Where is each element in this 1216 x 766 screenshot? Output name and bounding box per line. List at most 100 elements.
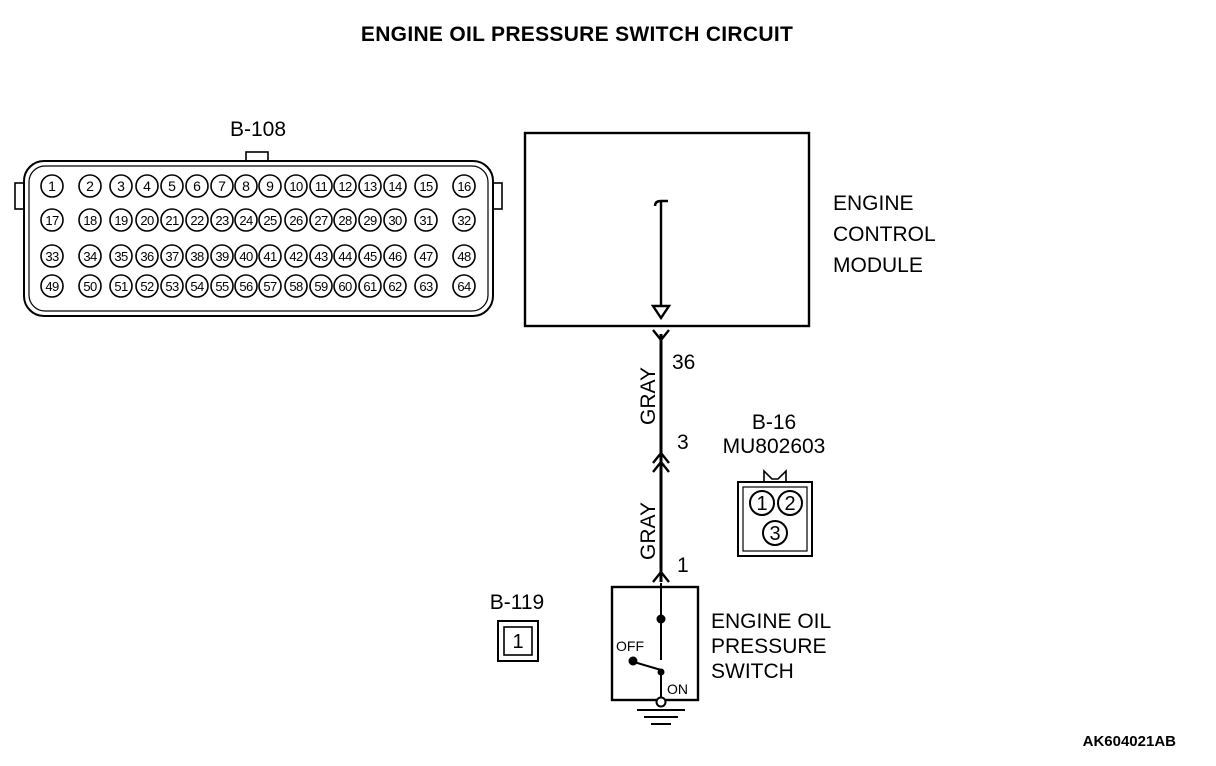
ecm-pin-15 xyxy=(414,174,438,198)
ecm-pin-38 xyxy=(185,244,209,268)
switch-terminal-mark xyxy=(652,570,670,583)
ecm-pin-17-label: 17 xyxy=(45,213,59,228)
ecm-pin-55-label: 55 xyxy=(215,279,229,294)
joint-pin-3-label: 3 xyxy=(769,523,780,545)
ecm-pin-31 xyxy=(414,208,438,232)
switch-box xyxy=(610,585,700,702)
ecm-pin-19 xyxy=(109,208,133,232)
ecm-pin-34-label: 34 xyxy=(83,249,97,264)
ecm-pin-18 xyxy=(78,208,102,232)
ecm-pin-45-label: 45 xyxy=(363,249,377,264)
ecm-pin-42-label: 42 xyxy=(289,249,303,264)
ecm-pin-33 xyxy=(40,244,64,268)
ecm-pin-27 xyxy=(309,208,333,232)
ecm-pin-29-label: 29 xyxy=(363,213,377,228)
switch-fixed-contact xyxy=(657,668,665,676)
ecm-pin-51 xyxy=(109,274,133,298)
ecm-pin-16 xyxy=(452,174,476,198)
ecm-pin-64 xyxy=(452,274,476,298)
ecm-pin-7-label: 7 xyxy=(218,178,226,194)
ecm-pin-31-label: 31 xyxy=(419,213,433,228)
ecm-pin-28 xyxy=(333,208,357,232)
ecm-name-line3: MODULE xyxy=(833,254,923,277)
ecm-pin-14-label: 14 xyxy=(388,179,402,194)
figure-code: AK604021AB xyxy=(1083,733,1177,750)
joint-pin-1 xyxy=(749,490,775,516)
ecm-pin-42 xyxy=(284,244,308,268)
ecm-pin-54-label: 54 xyxy=(190,279,204,294)
ecm-connector-inner xyxy=(28,165,489,312)
ecm-pin-34 xyxy=(78,244,102,268)
ecm-pin-5 xyxy=(160,174,184,198)
joint-connector-mark xyxy=(652,451,670,473)
ecm-pin-54 xyxy=(185,274,209,298)
ecm-pin-58 xyxy=(284,274,308,298)
ecm-pin-12 xyxy=(333,174,357,198)
ecm-pin-2-label: 2 xyxy=(86,178,94,194)
ecm-pin-53-label: 53 xyxy=(165,279,179,294)
joint-pin-number: 3 xyxy=(677,431,689,454)
ecm-name-line1: ENGINE xyxy=(833,192,914,215)
ecm-box xyxy=(523,131,811,328)
ground-icon xyxy=(637,709,685,725)
ecm-pin-24-label: 24 xyxy=(239,213,253,228)
joint-pin-1-label: 1 xyxy=(756,493,767,515)
joint-connector-label: B-16 xyxy=(752,411,796,434)
ecm-pin-2 xyxy=(78,174,102,198)
ecm-pin-18-label: 18 xyxy=(83,213,97,228)
ecm-pin-23 xyxy=(210,208,234,232)
ecm-pin-40 xyxy=(234,244,258,268)
ecm-pin-14 xyxy=(383,174,407,198)
ecm-pin-44-label: 44 xyxy=(338,249,352,264)
ecm-pin-20-label: 20 xyxy=(140,213,154,228)
ecm-pin-10 xyxy=(284,174,308,198)
ecm-pin-24 xyxy=(234,208,258,232)
ecm-pin-62-label: 62 xyxy=(388,279,402,294)
ecm-pin-21-label: 21 xyxy=(165,213,179,228)
ecm-pin-28-label: 28 xyxy=(338,213,352,228)
ecm-pin-33-label: 33 xyxy=(45,249,59,264)
ecm-pin-38-label: 38 xyxy=(190,249,204,264)
ecm-pin-52 xyxy=(135,274,159,298)
ecm-pin-11-label: 11 xyxy=(315,179,328,194)
switch-ground-terminal xyxy=(655,696,667,708)
ecm-pin-37-label: 37 xyxy=(165,249,179,264)
ecm-pin-56-label: 56 xyxy=(239,279,253,294)
ecm-pin-46 xyxy=(383,244,407,268)
ecm-pin-58-label: 58 xyxy=(289,279,303,294)
ecm-pin-13-label: 13 xyxy=(363,179,377,194)
switch-connector-label: B-119 xyxy=(490,591,544,614)
ecm-pin-22-label: 22 xyxy=(190,213,204,228)
ecm-pin-30-label: 30 xyxy=(388,213,402,228)
joint-connector-latch xyxy=(763,469,787,483)
ecm-pin-61-label: 61 xyxy=(363,279,377,294)
ecm-pin-17 xyxy=(40,208,64,232)
ecm-pin-60-label: 60 xyxy=(338,279,352,294)
ecm-pin-32 xyxy=(452,208,476,232)
ecm-pin-16-label: 16 xyxy=(457,179,471,194)
ecm-pin-40-label: 40 xyxy=(239,249,253,264)
ecm-pin-63-label: 63 xyxy=(419,279,433,294)
ecm-pin-23-label: 23 xyxy=(215,213,229,228)
ecm-pin-6 xyxy=(185,174,209,198)
switch-name-line1: ENGINE OIL xyxy=(711,610,831,633)
joint-pin-3 xyxy=(762,520,788,546)
switch-name-line3: SWITCH xyxy=(711,660,794,683)
ecm-pin-41-label: 41 xyxy=(263,249,277,264)
ecm-pin-3-label: 3 xyxy=(117,178,125,194)
ecm-pin-35 xyxy=(109,244,133,268)
joint-connector-part-number: MU802603 xyxy=(723,435,826,458)
ecm-pin-51-label: 51 xyxy=(114,279,128,294)
ecm-pin-53 xyxy=(160,274,184,298)
ecm-pin-32-label: 32 xyxy=(457,213,471,228)
ecm-pin-6-label: 6 xyxy=(193,178,201,194)
ecm-pin-50-label: 50 xyxy=(83,279,97,294)
ecm-pin-36 xyxy=(135,244,159,268)
ecm-pin-36-label: 36 xyxy=(140,249,154,264)
diagram-title: ENGINE OIL PRESSURE SWITCH CIRCUIT xyxy=(361,23,793,46)
switch-off-label: OFF xyxy=(616,638,644,654)
ecm-pin-21 xyxy=(160,208,184,232)
ecm-pin-11 xyxy=(309,174,333,198)
